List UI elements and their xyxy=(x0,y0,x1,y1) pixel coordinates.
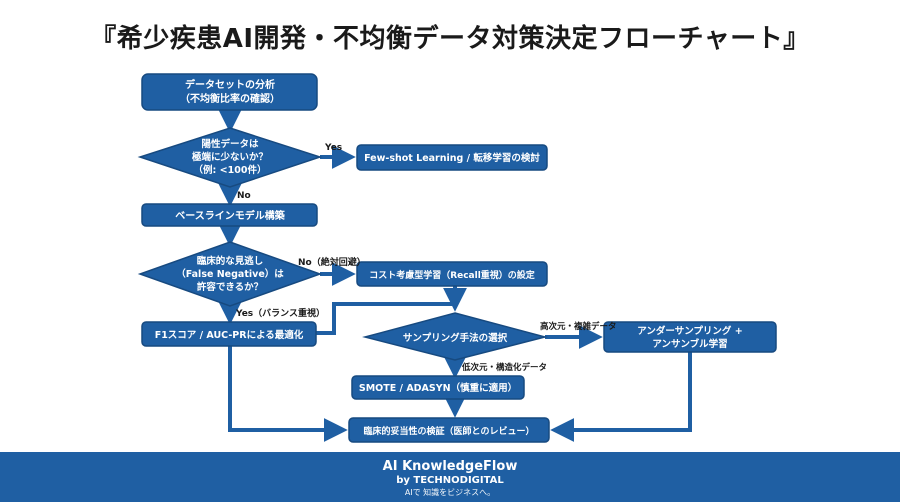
node-smote: SMOTE / ADASYN（慎重に適用） xyxy=(351,375,525,400)
node-undersampling-line1: アンダーサンプリング + xyxy=(637,325,742,337)
label-yes-2: Yes（バランス重視） xyxy=(235,307,325,319)
decision-3: サンプリング手法の選択 xyxy=(362,312,548,361)
decision-1-line2: 極端に少ないか？ xyxy=(191,151,268,163)
node-cost-sensitive: コスト考慮型学習（Recall重視）の設定 xyxy=(356,261,548,287)
edge-f1-loop xyxy=(316,302,455,335)
decision-1-line3: （例: <100件） xyxy=(194,164,267,176)
decision-2-line3: 許容できるか？ xyxy=(197,281,263,293)
decision-2-line2: （False Negative）は xyxy=(176,268,284,280)
decision-2: 臨床的な見逃し （False Negative）は 許容できるか？ xyxy=(137,241,323,307)
node-f1: F1スコア / AUC-PRによる最適化 xyxy=(141,321,317,347)
node-undersampling: アンダーサンプリング + アンサンブル学習 xyxy=(603,321,777,353)
node-baseline-label: ベースラインモデル構築 xyxy=(175,209,285,222)
decision-3-label: サンプリング手法の選択 xyxy=(403,332,508,344)
decision-1-line1: 陽性データは xyxy=(201,138,259,150)
footer-brand: AI KnowledgeFlow xyxy=(382,459,518,474)
label-no-1: No xyxy=(237,191,251,201)
node-clinical: 臨床的妥当性の検証（医師とのレビュー） xyxy=(348,417,550,443)
decision-1: 陽性データは 極端に少ないか？ （例: <100件） xyxy=(137,127,323,188)
label-low-dim: 低次元・構造化データ xyxy=(461,362,547,373)
connectors xyxy=(218,108,692,442)
node-undersampling-line2: アンサンブル学習 xyxy=(652,338,727,350)
footer-by: by TECHNODIGITAL xyxy=(396,475,504,486)
footer-tagline: AIで 知識をビジネスへ。 xyxy=(404,488,496,497)
node-fewshot: Few-shot Learning / 転移学習の検討 xyxy=(356,144,548,171)
flowchart: データセットの分析 （不均衡比率の確認） 陽性データは 極端に少ないか？ （例:… xyxy=(137,73,777,443)
node-analyze-line1: データセットの分析 xyxy=(185,78,275,91)
decision-2-line1: 臨床的な見逃し xyxy=(197,255,264,267)
node-baseline: ベースラインモデル構築 xyxy=(141,203,318,227)
label-yes-1: Yes xyxy=(324,143,342,153)
label-no-2: No（絶対回避） xyxy=(298,256,366,268)
node-f1-label: F1スコア / AUC-PRによる最適化 xyxy=(155,329,304,341)
edge-under-clinical xyxy=(550,352,692,442)
edge-labels: Yes No No（絶対回避） Yes（バランス重視） 高次元・複雑データ 低次… xyxy=(235,143,617,373)
edge-f1-clinical xyxy=(228,346,348,442)
node-cost-sensitive-label: コスト考慮型学習（Recall重視）の設定 xyxy=(369,269,536,281)
node-clinical-label: 臨床的妥当性の検証（医師とのレビュー） xyxy=(364,425,535,437)
label-high-dim: 高次元・複雑データ xyxy=(540,321,617,332)
node-analyze-line2: （不均衡比率の確認） xyxy=(180,92,280,105)
node-fewshot-label: Few-shot Learning / 転移学習の検討 xyxy=(364,152,540,164)
node-analyze: データセットの分析 （不均衡比率の確認） xyxy=(141,73,318,111)
page-title: 『希少疾患AI開発・不均衡データ対策決定フローチャート』 xyxy=(90,24,810,54)
footer-banner: AI KnowledgeFlow by TECHNODIGITAL AIで 知識… xyxy=(0,452,900,502)
node-smote-label: SMOTE / ADASYN（慎重に適用） xyxy=(359,382,517,394)
